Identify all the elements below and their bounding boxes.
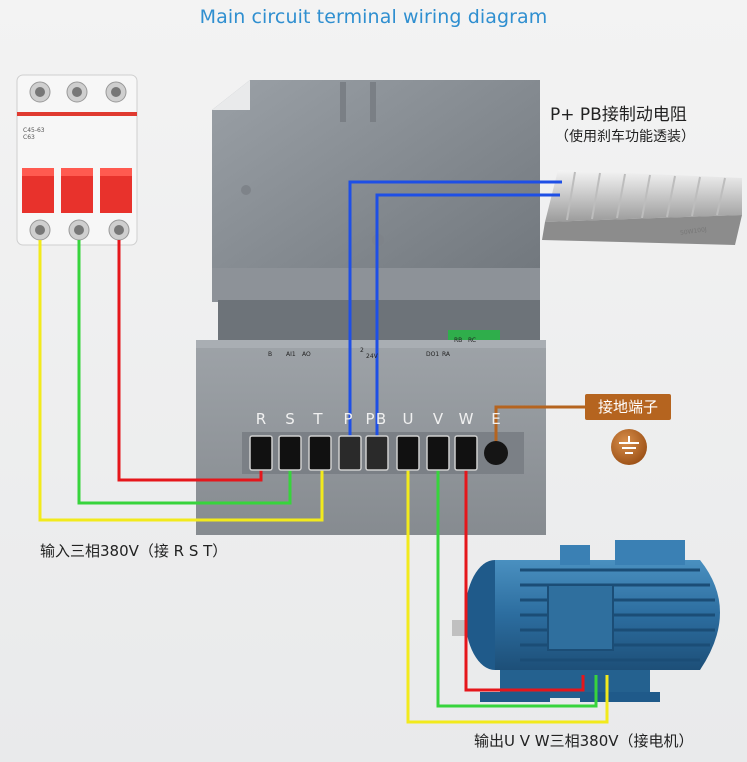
breaker-model: C45-63 [23,127,45,134]
wire-yellow-t [38,240,324,522]
terminal-label-e-9: E [491,410,500,428]
wire-red-w [464,450,585,692]
breaker-model-text: C45-63 C63 [23,127,45,141]
ground-terminal-label: 接地端子 [585,394,671,420]
control-label-8: RC [468,337,476,344]
control-label-0: B [268,351,272,358]
motor [452,540,720,702]
terminal-label-r-0: R [256,410,266,428]
wire-brown-ground [494,405,585,450]
control-label-6: RA [442,351,451,358]
breaker-top-screws [29,81,127,103]
terminal-screw-hole [278,435,302,471]
brake-resistor [542,170,742,245]
circuit-breaker [16,74,138,246]
control-label-3: 2 [360,347,364,354]
output-motor-label: 输出U V W三相380V（接电机） [474,732,694,750]
terminal-screw-hole [338,435,362,471]
earth-terminal-hole [484,441,508,465]
terminal-label-b-5: B [376,410,386,428]
control-label-5: DO1 [426,351,439,358]
control-label-2: AO [302,351,311,358]
brake-wires [348,180,562,450]
terminal-label-u-6: U [403,410,414,428]
terminal-screw-hole [249,435,273,471]
terminal-screw-hole [396,435,420,471]
terminal-screw-hole [426,435,450,471]
input-power-label: 输入三相380V（接 R S T） [40,542,228,560]
control-label-4: 24V [366,353,379,360]
control-label-1: AI1 [286,351,296,358]
terminal-label-p-4: P [365,410,374,428]
terminal-screw-hole [308,435,332,471]
brake-resistor-note: （使用刹车功能透装） [555,129,695,145]
terminal-label-p-3: P [343,410,352,428]
ground-symbol-icon [611,429,647,465]
wire-yellow-u [406,450,609,724]
breaker-handles [22,168,132,213]
control-label-7: RB [454,337,462,344]
wire-blue-p [348,180,562,450]
breaker-bottom-screws [29,219,130,241]
terminal-label-t-2: T [312,410,323,428]
wire-blue-pb [375,193,560,450]
wire-green-v [436,450,598,708]
terminal-label-v-7: V [433,410,444,428]
brake-resistor-label: P+ PB接制动电阻 [550,105,687,125]
wire-green-s [77,240,292,505]
terminal-screw-hole [454,435,478,471]
output-wires [406,450,609,724]
terminal-screw-hole [365,435,389,471]
breaker-rating: C63 [23,134,35,141]
terminal-label-s-1: S [285,410,295,428]
diagram-title: Main circuit terminal wiring diagram [199,6,548,28]
terminal-label-w-8: W [459,410,474,428]
